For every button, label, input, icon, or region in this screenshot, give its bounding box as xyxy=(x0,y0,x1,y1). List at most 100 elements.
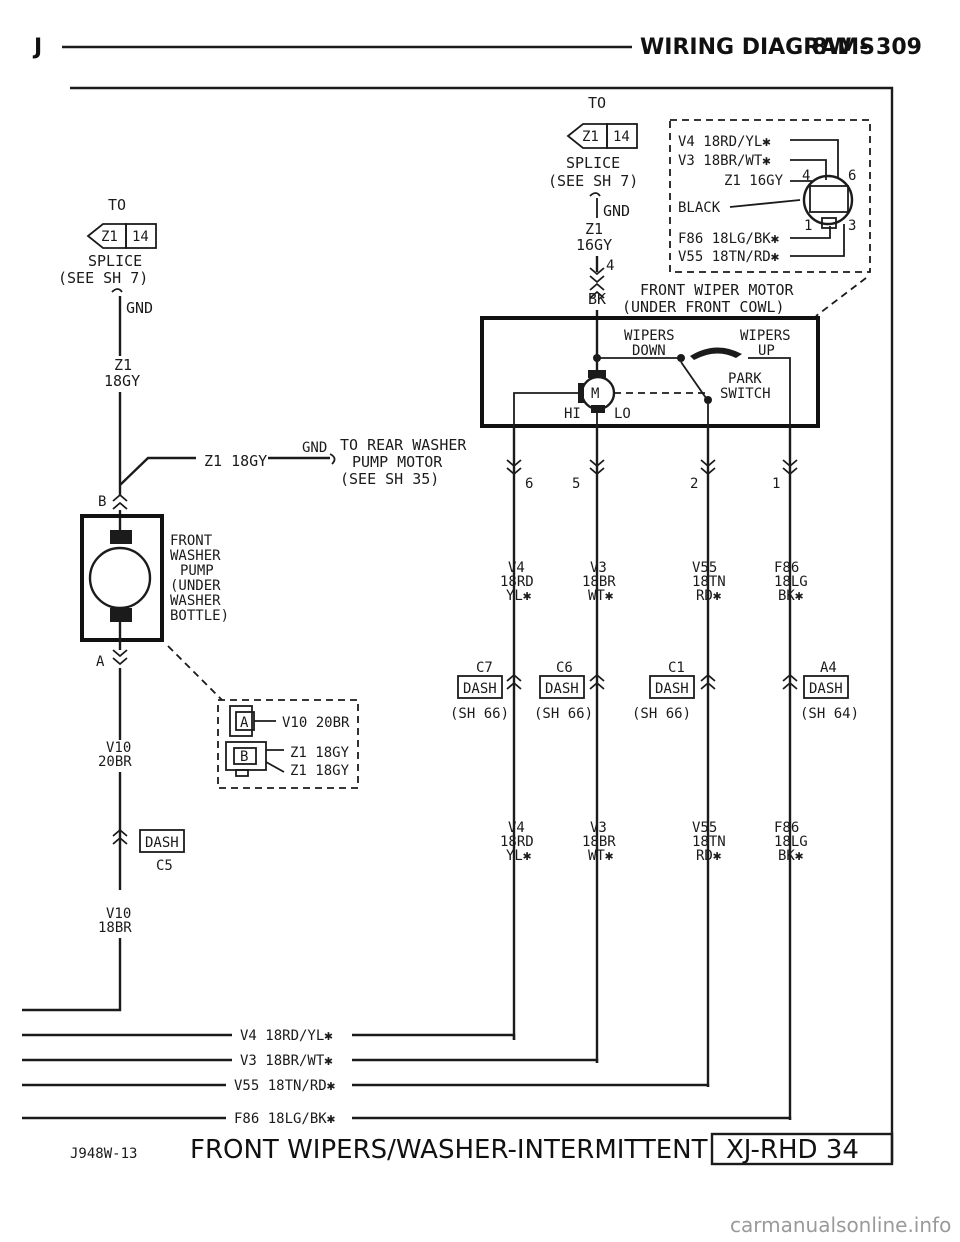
wire-3-c2: 18LG xyxy=(774,574,808,590)
wire-2-c1: V55 xyxy=(692,560,717,576)
footer: J948W-13 FRONT WIPERS/WASHER-INTERMITTEN… xyxy=(70,1132,894,1166)
rear-washer-branch: Z1 18GY GND TO REAR WASHER PUMP MOTOR (S… xyxy=(119,436,467,488)
wire-3-c2b: 18LG xyxy=(774,834,808,850)
splice-top-color: BK xyxy=(588,290,606,308)
wire-2-c2: 18TN xyxy=(692,574,726,590)
splice-top-wire1: Z1 xyxy=(585,220,603,238)
wire-0-c2: 18RD xyxy=(500,574,534,590)
wire-2-c3: RD✱ xyxy=(696,588,722,604)
splice-top-line2: (SEE SH 7) xyxy=(548,172,638,190)
park-1: PARK xyxy=(728,371,762,387)
motor-conn-row-4: F86 18LG/BK✱ xyxy=(678,231,780,247)
splice-top-to: TO xyxy=(588,94,606,112)
wire-1-c1: V3 xyxy=(590,560,607,576)
splice-top-num: 14 xyxy=(613,129,630,145)
wire-f86: 1 F86 18LG BK✱ A4 DASH (SH 64) F86 18LG … xyxy=(772,426,859,1120)
motor-conn-row-3: BLACK xyxy=(678,200,721,216)
splice-left-code: Z1 xyxy=(101,229,118,245)
wire-3-dash: DASH xyxy=(809,681,843,697)
motor-hi: HI xyxy=(564,406,581,422)
splice-top-code: Z1 xyxy=(582,129,599,145)
wire-2-c1b: V55 xyxy=(692,820,717,836)
bottom-wire-runs: V4 18RD/YL✱ V3 18BR/WT✱ V55 18TN/RD✱ F86… xyxy=(22,1028,792,1127)
wire-3-c1b: F86 xyxy=(774,820,799,836)
wiper-motor-connector: V4 18RD/YL✱ V3 18BR/WT✱ Z1 16GY BLACK F8… xyxy=(669,119,871,317)
wire-3-conn: A4 xyxy=(820,660,837,676)
v10-w2: 20BR xyxy=(98,754,132,770)
motor-conn-row-0: V4 18RD/YL✱ xyxy=(678,134,771,150)
motor-conn-row-1: V3 18BR/WT✱ xyxy=(678,153,771,169)
wire-v3: 5 V3 18BR WT✱ C6 DASH (SH 66) V3 18BR WT… xyxy=(534,426,616,1063)
wire-1-c3: WT✱ xyxy=(588,588,614,604)
rear-washer-wire: Z1 18GY xyxy=(204,452,267,470)
watermark: carmanualsonline.info xyxy=(730,1213,951,1237)
motor-conn-pin-1: 1 xyxy=(804,218,812,234)
header-title: WIRING DIAGRAMS xyxy=(640,35,875,60)
pump-line-1: WASHER xyxy=(170,548,221,564)
wire-3-c3b: BK✱ xyxy=(778,848,804,864)
pump-conn-row-0: V10 20BR xyxy=(282,715,350,731)
wipers-down-2: DOWN xyxy=(632,343,666,359)
diagram-frame xyxy=(70,86,894,1162)
motor-conn-row-5: V55 18TN/RD✱ xyxy=(678,249,780,265)
park-2: SWITCH xyxy=(720,386,771,402)
wire-3-c1: F86 xyxy=(774,560,799,576)
pump-pin-a: A xyxy=(96,654,105,670)
wipers-up-2: UP xyxy=(758,343,775,359)
v10-conn: C5 xyxy=(156,858,173,874)
pump-line-5: BOTTLE) xyxy=(170,608,229,624)
wire-1-c2: 18BR xyxy=(582,574,616,590)
wire-v4: 6 V4 18RD YL✱ C7 DASH (SH 66) V4 18RD YL… xyxy=(450,426,534,1040)
rear-washer-line2: PUMP MOTOR xyxy=(352,453,443,471)
wire-2-c2b: 18TN xyxy=(692,834,726,850)
wire-0-c2b: 18RD xyxy=(500,834,534,850)
wire-1-dash: DASH xyxy=(545,681,579,697)
splice-left-line2: (SEE SH 7) xyxy=(58,269,148,287)
pump-pin-b: B xyxy=(98,494,106,510)
header-letter: J xyxy=(32,35,42,60)
wire-1-sh: (SH 66) xyxy=(534,706,593,722)
pump-line-3: (UNDER xyxy=(170,578,221,594)
wire-0-c3: YL✱ xyxy=(506,588,532,604)
pump-motor-circle xyxy=(88,546,152,610)
motor-conn-pin-3: 3 xyxy=(848,218,856,234)
wire-0-sh: (SH 66) xyxy=(450,706,509,722)
v10-dash: DASH xyxy=(145,835,179,851)
bottom-wire-1: V3 18BR/WT✱ xyxy=(240,1053,333,1069)
motor-connector-face xyxy=(802,174,854,226)
wire-1-c2b: 18BR xyxy=(582,834,616,850)
splice-left-line1: SPLICE xyxy=(88,252,142,270)
v10-w4: 18BR xyxy=(98,920,132,936)
footer-sheet: XJ-RHD 34 xyxy=(726,1135,859,1165)
wire-0-c1b: V4 xyxy=(508,820,525,836)
front-washer-pump: B FRONT WASHER PUMP (UNDER WASHER BOTTLE… xyxy=(80,485,229,701)
pump-conn-b: B xyxy=(240,749,248,765)
wire-0-dash: DASH xyxy=(463,681,497,697)
splice-top-gnd: GND xyxy=(603,202,630,220)
wire-1-pin: 5 xyxy=(572,476,580,492)
wire-3-c3: BK✱ xyxy=(778,588,804,604)
wire-1-conn: C6 xyxy=(556,660,573,676)
motor-lo: LO xyxy=(614,406,631,422)
splice-top-line1: SPLICE xyxy=(566,154,620,172)
pump-conn-a: A xyxy=(240,715,249,731)
motor-label-2: (UNDER FRONT COWL) xyxy=(622,298,785,316)
wipers-down-1: WIPERS xyxy=(624,328,675,344)
header-page: 8W - 309 xyxy=(812,35,922,60)
pump-line-2: PUMP xyxy=(180,563,214,579)
bottom-wire-2: V55 18TN/RD✱ xyxy=(234,1078,336,1094)
wire-0-c1: V4 xyxy=(508,560,525,576)
motor-conn-pin-4: 4 xyxy=(802,168,810,184)
wire-0-pin: 6 xyxy=(525,476,533,492)
wire-2-dash: DASH xyxy=(655,681,689,697)
splice-top: TO Z1 14 SPLICE (SEE SH 7) GND Z1 16GY 4… xyxy=(548,94,638,358)
wire-0-c3b: YL✱ xyxy=(506,848,532,864)
rear-washer-line1: TO REAR WASHER xyxy=(340,436,467,454)
wire-3-sh: (SH 64) xyxy=(800,706,859,722)
pump-conn-row-2: Z1 18GY xyxy=(290,763,350,779)
wire-2-sh: (SH 66) xyxy=(632,706,691,722)
wipers-up-1: WIPERS xyxy=(740,328,791,344)
wire-1-c1b: V3 xyxy=(590,820,607,836)
splice-left-wire2: 18GY xyxy=(104,372,140,390)
